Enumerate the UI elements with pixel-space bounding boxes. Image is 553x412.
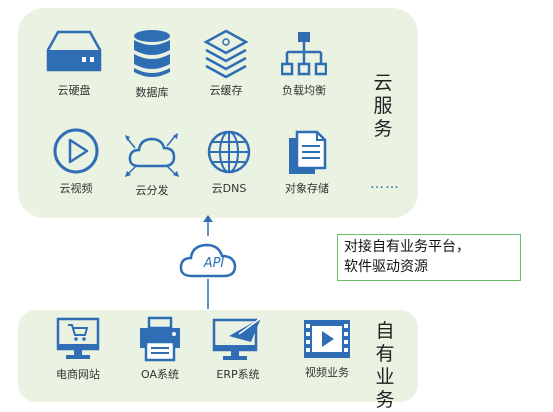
cloud-distribution-label: 云分发 xyxy=(135,184,169,197)
documents-icon xyxy=(289,130,327,174)
cloud-dns-item[interactable]: 云DNS xyxy=(189,128,269,196)
own-business-title: 自有业务 xyxy=(375,320,395,411)
database-item[interactable]: 数据库 xyxy=(112,28,192,100)
api-cloud-icon xyxy=(179,243,237,278)
arrow-up-icon xyxy=(203,215,213,236)
cloud-video-item[interactable]: 云视频 xyxy=(36,126,116,196)
play-circle-icon xyxy=(53,128,99,174)
api-label: API xyxy=(203,256,225,271)
cloud-video-label: 云视频 xyxy=(59,182,93,195)
load-balancer-label: 负载均衡 xyxy=(282,84,326,97)
ecommerce-label: 电商网站 xyxy=(56,368,100,381)
database-icon xyxy=(134,30,170,77)
cloud-disk-label: 云硬盘 xyxy=(57,84,91,97)
network-tree-icon xyxy=(281,32,327,76)
note-line-1: 对接自有业务平台， xyxy=(344,239,470,255)
cloud-cache-item[interactable]: 云缓存 xyxy=(186,28,266,98)
cloud-distribution-item[interactable]: 云分发 xyxy=(112,126,192,198)
arrow-line-icon xyxy=(207,279,209,309)
cloud-services-panel xyxy=(18,8,418,218)
erp-system-item[interactable]: ERP系统 xyxy=(198,314,278,382)
ecommerce-item[interactable]: 电商网站 xyxy=(38,316,118,382)
cloud-services-title: 云服务 xyxy=(373,72,393,140)
film-icon xyxy=(304,320,350,358)
cloud-distribution-icon xyxy=(125,133,179,177)
layers-icon xyxy=(203,29,249,78)
globe-icon xyxy=(207,130,251,174)
erp-system-label: ERP系统 xyxy=(216,368,260,381)
note-line-2: 软件驱动资源 xyxy=(344,259,428,275)
object-storage-label: 对象存储 xyxy=(285,182,329,195)
printer-icon xyxy=(140,316,180,362)
video-business-item[interactable]: 视频业务 xyxy=(287,318,367,380)
cloud-dns-label: 云DNS xyxy=(211,182,247,195)
monitor-send-icon xyxy=(212,317,262,360)
database-label: 数据库 xyxy=(135,86,169,99)
oa-system-item[interactable]: OA系统 xyxy=(120,316,200,382)
load-balancer-item[interactable]: 负载均衡 xyxy=(264,30,344,98)
oa-system-label: OA系统 xyxy=(141,368,179,381)
integration-note: 对接自有业务平台， 软件驱动资源 xyxy=(337,234,521,281)
cloud-disk-item[interactable]: 云硬盘 xyxy=(34,26,114,98)
cloud-cache-label: 云缓存 xyxy=(209,84,243,97)
object-storage-item[interactable]: 对象存储 xyxy=(267,128,347,196)
hard-disk-icon xyxy=(46,30,102,72)
more-ellipsis: …… xyxy=(370,176,400,192)
monitor-cart-icon xyxy=(56,317,100,359)
video-business-label: 视频业务 xyxy=(305,366,349,379)
